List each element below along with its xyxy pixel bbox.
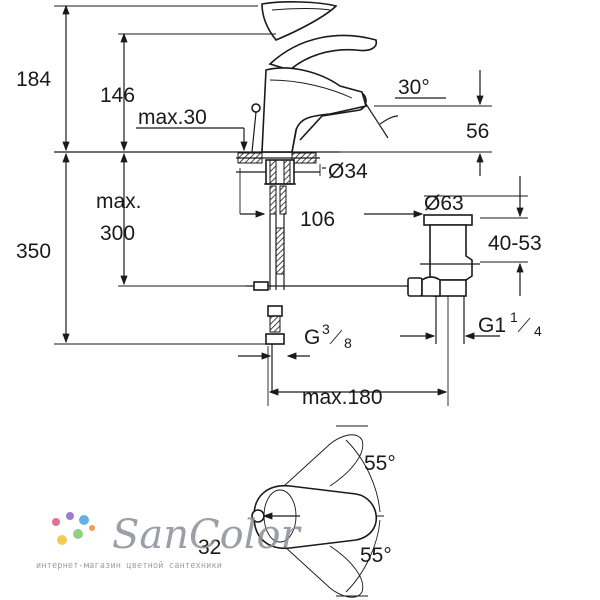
color-dot [89, 525, 95, 531]
dim-300: 300 [100, 222, 135, 245]
dim-diameter-34: Ø34 [328, 160, 368, 183]
dim-55-degrees-bottom: 55° [360, 544, 392, 567]
waste-fitting [407, 214, 480, 344]
dimension-labels: 184 146 max.30 max. 300 350 30° 56 Ø34 1… [16, 68, 542, 567]
dim-g38-denominator: 8 [344, 335, 352, 351]
color-dots-logo [52, 512, 95, 545]
dim-30-degrees: 30° [398, 76, 430, 99]
color-dot [52, 518, 60, 526]
dim-40-53: 40-53 [488, 232, 542, 255]
dim-32: 32 [198, 536, 221, 559]
dim-106: 106 [300, 208, 335, 231]
dim-55-degrees-top: 55° [364, 452, 396, 475]
dim-350: 350 [16, 240, 51, 263]
dim-g1-label: G1 [478, 314, 506, 337]
faucet-top-view [251, 425, 384, 598]
dim-146: 146 [100, 84, 135, 107]
extension-lines [54, 5, 528, 406]
brand-name: SanColor [112, 512, 303, 558]
dim-g38-label: G [304, 326, 320, 349]
sancolor-watermark: SanColor интернет-магазин цветной сантех… [36, 512, 303, 571]
dim-56: 56 [466, 120, 489, 143]
countertop-section [54, 151, 408, 392]
dim-max: max. [96, 190, 142, 213]
dim-g1-numerator: 1 [510, 309, 518, 325]
color-dot [79, 515, 89, 525]
dim-g1-quarter: G1 1 4 [478, 309, 542, 339]
dim-g1-denominator: 4 [534, 323, 542, 339]
color-dot [57, 535, 67, 545]
faucet-side-view [251, 1, 399, 153]
dim-g38-numerator: 3 [322, 321, 330, 337]
brand-tagline: интернет-магазин цветной сантехники [36, 561, 222, 571]
dimension-lines [62, 4, 524, 396]
dim-diameter-63: Ø63 [424, 192, 464, 215]
color-dot [66, 512, 74, 520]
dim-184: 184 [16, 68, 51, 91]
dim-max30: max.30 [138, 106, 207, 129]
color-dot [73, 529, 83, 539]
dim-g-three-eighths: G 3 8 [304, 321, 352, 351]
dim-max180: max.180 [302, 386, 383, 409]
